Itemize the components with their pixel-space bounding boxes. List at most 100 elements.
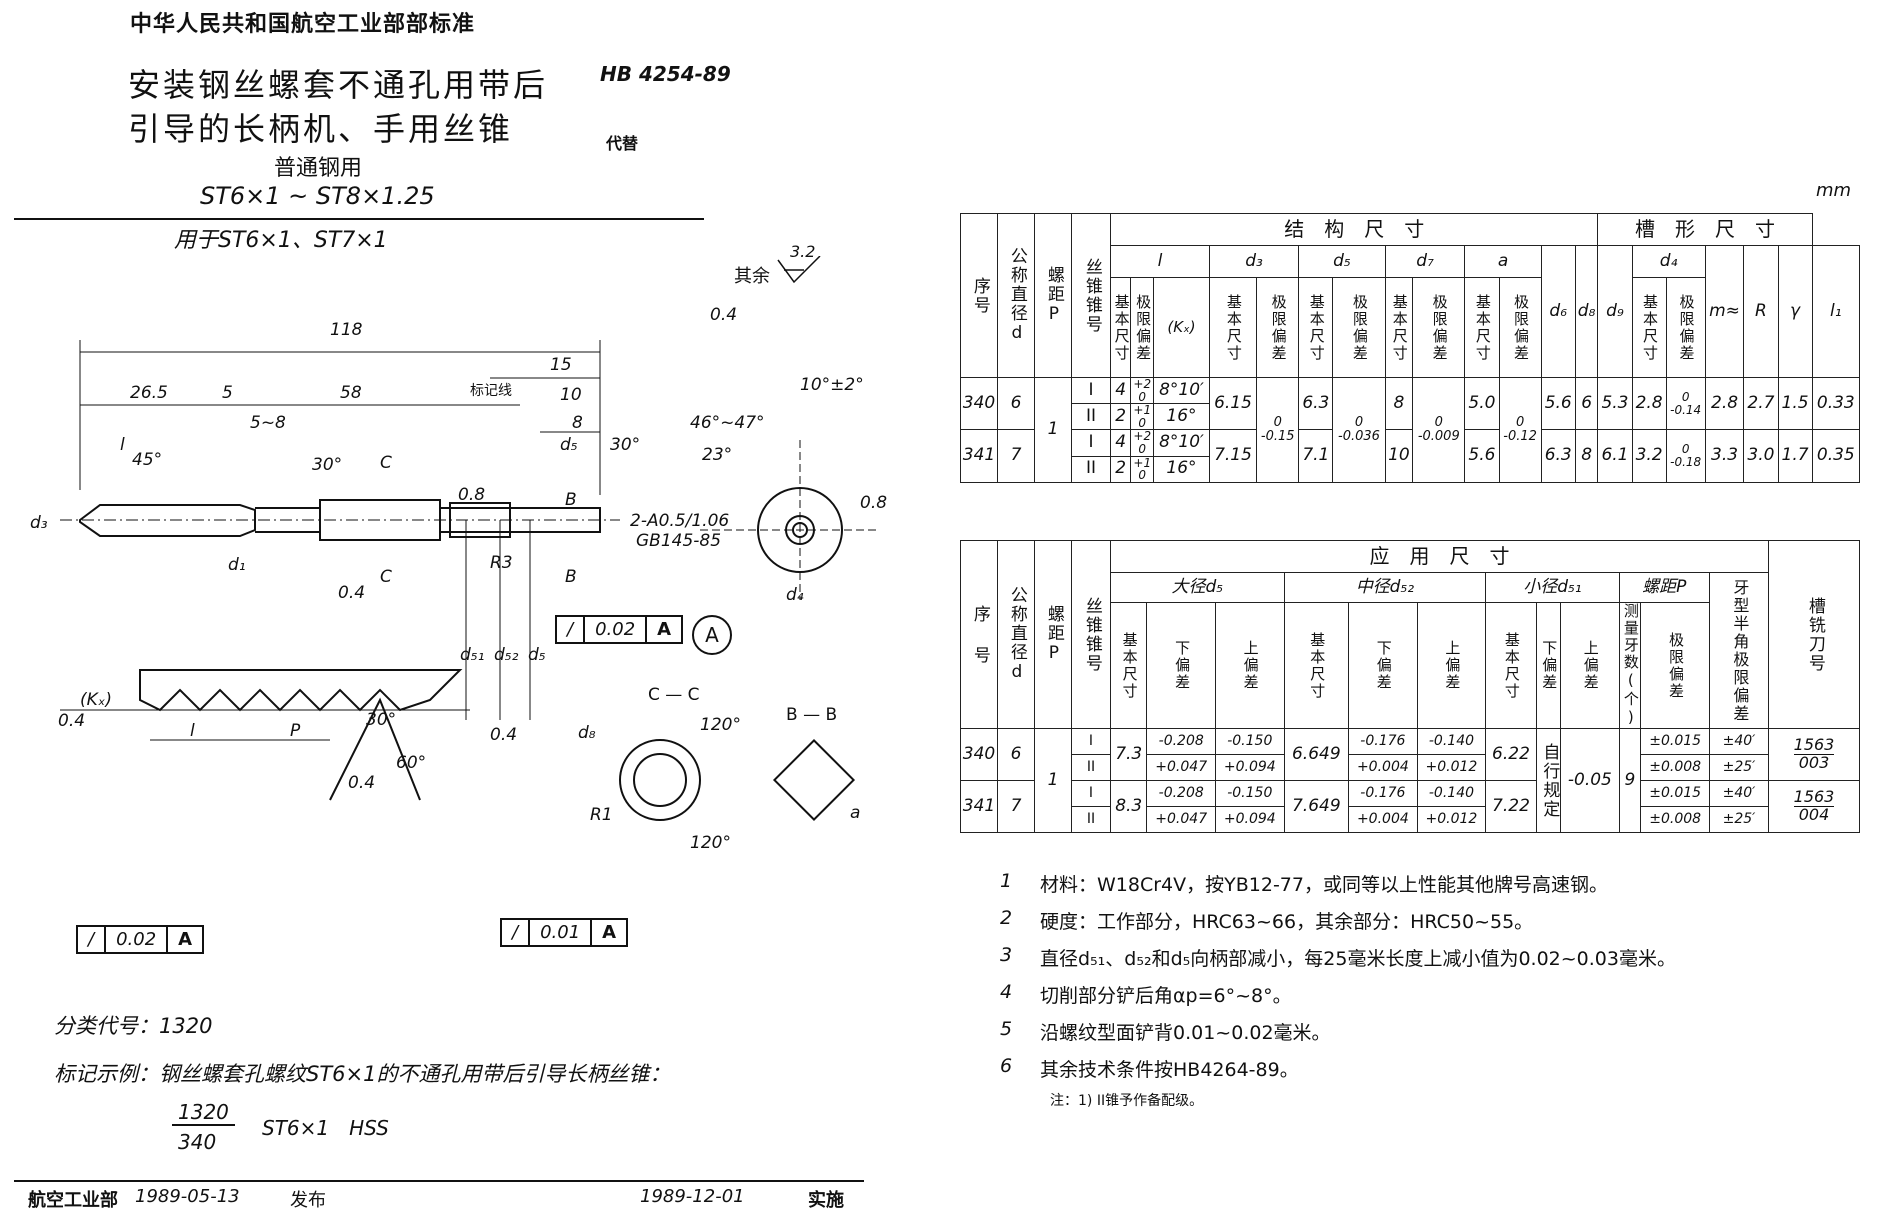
group-structure: 结 构 尺 寸 — [1109, 213, 1599, 246]
svg-text:l: l — [190, 721, 195, 741]
svg-text:R3: R3 — [490, 553, 513, 573]
issue-label: 发布 — [290, 1190, 326, 1211]
size-range: ST6×1 ~ ST8×1.25 — [200, 182, 435, 210]
col-gamma: γ — [1777, 245, 1813, 378]
svg-text:15: 15 — [550, 355, 572, 375]
issuer: 航空工业部 — [28, 1190, 118, 1211]
example-designation: ST6×1 HSS — [262, 1116, 389, 1140]
tolerance-frame-1: / 0.02 A — [555, 615, 684, 644]
datum-a-circle: A — [692, 615, 732, 655]
unit-label: mm — [1816, 180, 1852, 201]
header-rule — [14, 218, 704, 220]
svg-text:2-A0.5/1.06: 2-A0.5/1.06 — [630, 511, 729, 531]
classification-code: 分类代号：1320 — [54, 1014, 213, 1038]
example-numerator: 1320 — [172, 1100, 235, 1126]
implementation-date: 1989-12-01 — [640, 1186, 745, 1207]
group-groove: 槽 形 尺 寸 — [1597, 213, 1813, 246]
tap-drawing: 118 26.5 5 58 15 10 8 30° 5~8 45° 30° l d₁ d₃ d₅ 标… — [30, 305, 887, 853]
svg-text:0.4: 0.4 — [348, 773, 375, 793]
svg-text:5~8: 5~8 — [250, 413, 286, 433]
table-row: II 2 +1 0 16° — [961, 403, 1860, 431]
table-row: 341 7 I 8.3 -0.208-0.150 7.649 -0.176-0.… — [960, 780, 1860, 833]
col-nominal-d: 公称直径d — [997, 213, 1035, 378]
svg-text:10°±2°: 10°±2° — [800, 375, 864, 395]
svg-text:C: C — [380, 453, 392, 473]
svg-text:26.5: 26.5 — [130, 383, 168, 403]
footnote: 注：1) II锥予作备配级。 — [1050, 1093, 1204, 1109]
svg-text:l: l — [120, 435, 125, 455]
sub-a: a — [1464, 245, 1542, 278]
svg-text:23°: 23° — [702, 445, 732, 465]
svg-text:120°: 120° — [700, 715, 741, 735]
tolerance-frame-3: / 0.01 A — [500, 918, 629, 947]
svg-text:d₅: d₅ — [560, 435, 578, 455]
tolerance-frame-2: / 0.02 A — [76, 925, 205, 954]
application-size-table: 序 号 公称直径d 螺距P 丝锥锥号 应 用 尺 寸 槽铣刀号 大径d₅ 中径d… — [960, 540, 1860, 833]
svg-text:d₁: d₁ — [228, 555, 246, 575]
svg-text:(Kₓ): (Kₓ) — [80, 690, 112, 710]
footer-rule — [14, 1180, 864, 1182]
implementation-label: 实施 — [808, 1190, 844, 1211]
svg-text:30°: 30° — [366, 710, 396, 730]
group-apply: 应 用 尺 寸 — [1110, 540, 1769, 573]
svg-text:118: 118 — [330, 320, 363, 340]
svg-text:d₈: d₈ — [578, 723, 596, 743]
svg-text:B: B — [565, 490, 577, 510]
svg-text:d₃: d₃ — [30, 513, 48, 533]
col-r: R — [1743, 245, 1779, 378]
marking-example-label: 标记示例：钢丝螺套孔螺纹ST6×1的不通孔用带后引导长柄丝锥： — [54, 1062, 671, 1086]
svg-text:P: P — [290, 721, 301, 741]
roughness-symbol-icon — [777, 256, 821, 284]
svg-text:0.4: 0.4 — [58, 711, 85, 731]
svg-text:C — C: C — C — [648, 685, 700, 705]
roughness-other-label: 其余 — [734, 266, 770, 287]
svg-text:46°~47°: 46°~47° — [690, 413, 765, 433]
col-l1: l₁ — [1811, 245, 1861, 378]
col-d9: d₉ — [1597, 245, 1633, 378]
example-denominator: 340 — [178, 1130, 217, 1154]
svg-text:45°: 45° — [132, 450, 162, 470]
doc-title-line2: 引导的长柄机、手用丝锥 — [128, 110, 514, 148]
col-d8: d₈ — [1574, 245, 1599, 378]
svg-text:0.4: 0.4 — [490, 725, 517, 745]
svg-text:0.4: 0.4 — [710, 305, 737, 325]
table-row: II +0.047+0.094 +0.004+0.012 ±0.008±25′ — [961, 806, 1860, 833]
svg-text:30°: 30° — [312, 455, 342, 475]
svg-text:GB145-85: GB145-85 — [636, 531, 721, 551]
doc-subtitle: 普通钢用 — [274, 156, 363, 181]
svg-text:B: B — [565, 567, 577, 587]
svg-text:d₅₁: d₅₁ — [460, 645, 484, 665]
svg-text:0.8: 0.8 — [860, 493, 887, 513]
standard-number: HB 4254-89 — [600, 62, 731, 86]
standard-org: 中华人民共和国航空工业部部标准 — [130, 12, 476, 37]
svg-text:a: a — [850, 803, 860, 823]
svg-text:标记线: 标记线 — [470, 383, 512, 399]
sub-d5: d₅ — [1298, 245, 1386, 278]
svg-text:B — B: B — B — [786, 705, 837, 725]
svg-text:10: 10 — [560, 385, 582, 405]
col-m: m≈ — [1704, 245, 1745, 378]
col-d6: d₆ — [1540, 245, 1576, 378]
svg-text:0.8: 0.8 — [458, 485, 485, 505]
svg-text:0.4: 0.4 — [338, 583, 365, 603]
col-pitch: 螺距P — [1034, 213, 1072, 378]
table-row: 341 7 I 4 +2 0 8°10′ 7.15 7.1 10 5.6 6.3… — [960, 429, 1861, 483]
svg-text:120°: 120° — [690, 833, 731, 853]
svg-text:5: 5 — [222, 383, 233, 403]
svg-text:58: 58 — [340, 383, 362, 403]
applies-to: 用于ST6×1、ST7×1 — [174, 228, 388, 253]
sub-l: l — [1110, 245, 1210, 278]
table-row: 340 6 1 I 7.3 -0.208-0.150 6.649 -0.176-… — [960, 728, 1860, 833]
table-row: 340 6 1 I 4 +2 0 8°10′ 6.15 0 -0.15 6.3 … — [960, 376, 1861, 483]
col-tap-no: 丝锥锥号 — [1071, 213, 1111, 378]
svg-text:8: 8 — [572, 413, 583, 433]
table-row: II 2 +1 0 16° — [961, 455, 1860, 483]
svg-text:R1: R1 — [590, 805, 613, 825]
svg-text:d₄: d₄ — [786, 585, 804, 605]
doc-title-line1: 安装钢丝螺套不通孔用带后 — [128, 66, 549, 104]
roughness-value: 3.2 — [790, 242, 816, 261]
